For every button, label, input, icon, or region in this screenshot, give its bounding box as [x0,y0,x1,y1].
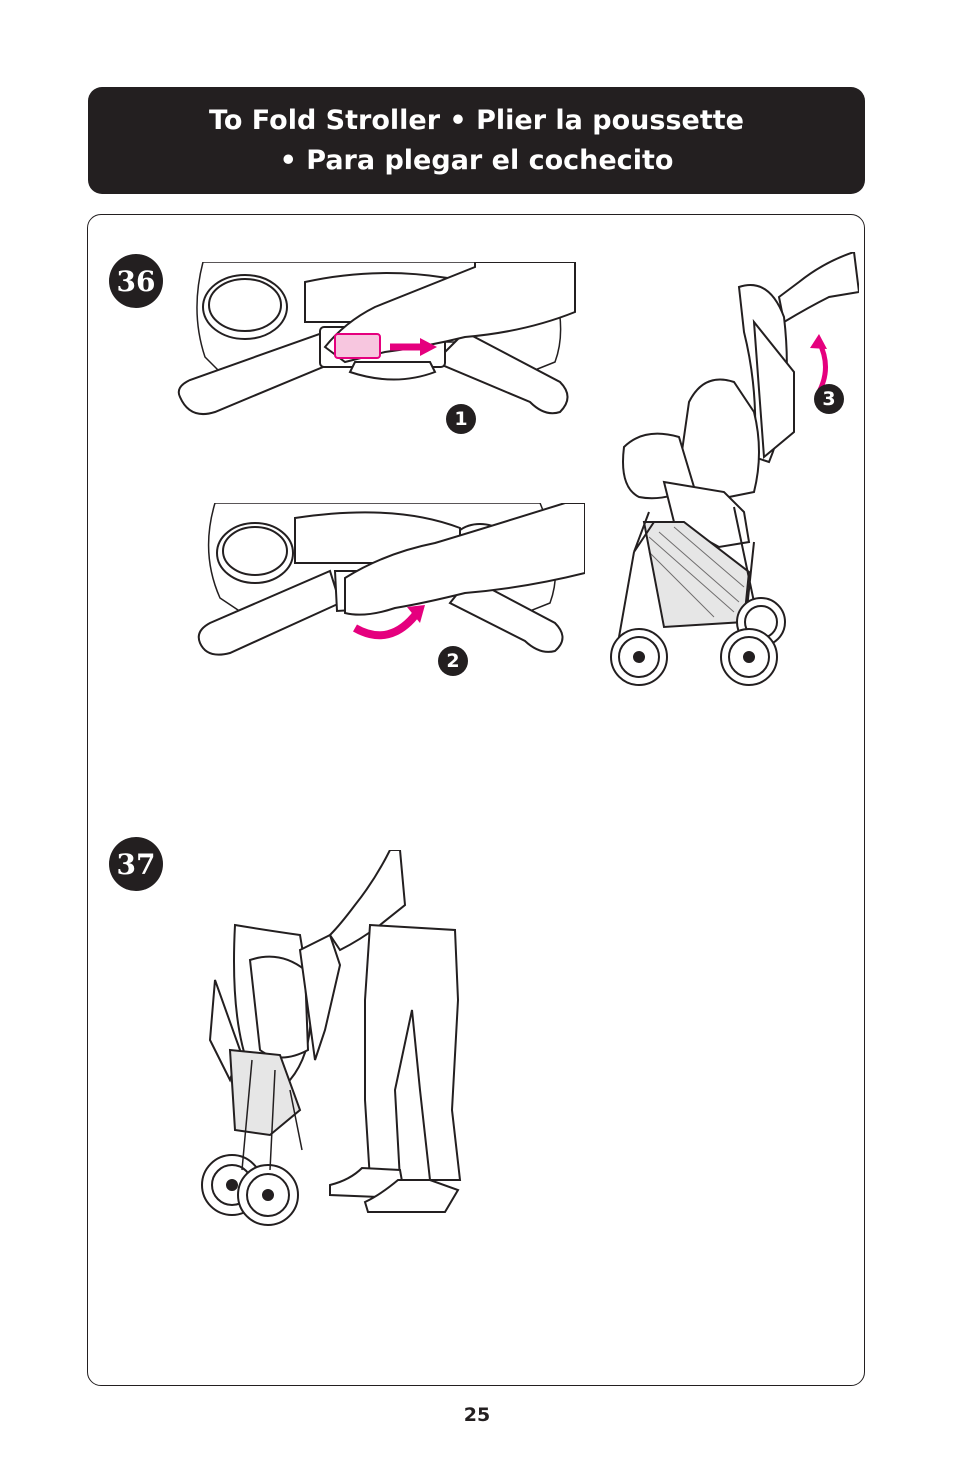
instruction-panel [87,214,865,1386]
section-title-line2: • Para plegar el cochecito [279,144,674,176]
substep-3-badge: 3 [814,384,844,414]
handle-release-button-icon [177,262,576,416]
substep-2-badge: 2 [438,646,468,676]
handle-twist-icon [197,503,585,656]
folded-stroller-carry-icon [201,850,462,1226]
stroller-lift-icon [610,252,859,686]
substep-1-badge: 1 [446,404,476,434]
page-number: 25 [463,1404,491,1426]
step-37-number: 37 [116,847,156,881]
step-36-badge: 36 [109,254,163,308]
section-title-line1: To Fold Stroller • Plier la poussette [209,104,744,136]
step-36-number: 36 [116,264,156,298]
step-37-badge: 37 [109,837,163,891]
section-header: To Fold Stroller • Plier la poussette • … [88,87,865,194]
